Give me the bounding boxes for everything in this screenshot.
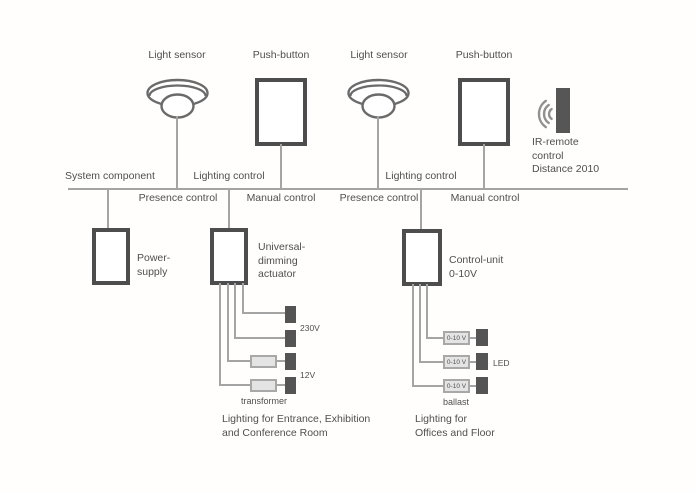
push-button-icon <box>458 78 510 146</box>
system-component-label: System component <box>65 170 155 182</box>
lamp-load-icon <box>285 353 296 370</box>
actuator-output-line <box>242 312 285 314</box>
dimming-actuator-label-line1: Universal- <box>258 241 306 253</box>
control-output-line <box>412 385 443 387</box>
manual-control-1-label: Manual control <box>246 192 316 204</box>
ir-remote-handset-icon <box>556 88 570 133</box>
lighting-control-1-label: Lighting control <box>193 170 265 182</box>
lamp-load-icon <box>476 377 488 394</box>
caption-offices-lighting: Lighting for Offices and Floor <box>415 413 495 440</box>
interface-0-10v-text: 0-10 V <box>446 358 467 366</box>
interface-0-10v-box: 0-10 V <box>443 379 470 393</box>
control-unit-box <box>402 229 442 286</box>
actuator-drop-line <box>228 189 230 229</box>
push-button-2-connector-line <box>483 144 485 189</box>
transformer-label: transformer <box>240 396 287 406</box>
control-output-line <box>426 337 443 339</box>
actuator-output-line <box>227 283 229 362</box>
connector-line <box>277 384 285 386</box>
power-supply-box <box>92 228 130 285</box>
actuator-output-line <box>242 283 244 314</box>
presence-control-2-label: Presence control <box>339 192 419 204</box>
bus-line <box>68 188 628 190</box>
actuator-output-line <box>219 283 221 386</box>
sensor-1-connector-line <box>176 116 178 189</box>
dimming-actuator-box <box>210 228 248 285</box>
dimming-actuator-label: Universal- dimming actuator <box>258 241 305 282</box>
control-output-line <box>419 284 421 363</box>
actuator-output-line <box>234 283 236 339</box>
caption-entrance-line2: and Conference Room <box>222 426 328 439</box>
light-sensor-icon <box>146 78 209 119</box>
connector-line <box>470 385 476 387</box>
ballast-label: ballast <box>442 397 469 407</box>
label-12v: 12V <box>300 370 316 380</box>
lamp-load-icon <box>476 329 488 346</box>
ir-signal-icon <box>537 99 553 129</box>
light-sensor-2-label: Light sensor <box>350 49 408 61</box>
actuator-output-line <box>234 337 285 339</box>
control-unit-label-line1: Control-unit <box>449 254 504 266</box>
led-label: LED <box>493 358 510 368</box>
caption-entrance-line1: Lighting for Entrance, Exhibition <box>222 413 371 425</box>
power-supply-label-line1: Power- <box>137 252 171 264</box>
ir-remote-label-line2: control <box>532 149 564 162</box>
transformer-icon <box>250 355 277 368</box>
control-output-line <box>426 284 428 339</box>
lamp-load-icon <box>285 306 296 323</box>
interface-0-10v-text: 0-10 V <box>446 334 467 342</box>
light-sensor-icon <box>347 78 410 119</box>
control-unit-label-line2: 0-10V <box>449 267 478 280</box>
power-supply-label-line2: supply <box>137 265 168 278</box>
lamp-load-icon <box>476 353 488 370</box>
label-230v: 230V <box>300 323 320 333</box>
caption-offices-line2: Offices and Floor <box>415 426 495 439</box>
sensor-2-connector-line <box>377 116 379 189</box>
light-sensor-1-label: Light sensor <box>148 49 206 61</box>
control-output-line <box>412 284 414 387</box>
dimming-actuator-label-line2: dimming <box>258 254 298 267</box>
ir-remote-label: IR-remote control Distance 2010 <box>532 136 599 177</box>
actuator-output-line <box>227 360 251 362</box>
lighting-control-2-label: Lighting control <box>385 170 457 182</box>
push-button-1-label: Push-button <box>252 49 310 61</box>
push-button-1-connector-line <box>280 144 282 189</box>
caption-entrance-lighting: Lighting for Entrance, Exhibition and Co… <box>222 413 370 440</box>
push-button-icon <box>255 78 307 146</box>
actuator-output-line <box>219 384 251 386</box>
dimming-actuator-label-line3: actuator <box>258 268 296 280</box>
power-supply-label: Power- supply <box>137 252 170 279</box>
push-button-2-label: Push-button <box>455 49 513 61</box>
interface-0-10v-text: 0-10 V <box>446 382 467 390</box>
transformer-icon <box>250 379 277 392</box>
manual-control-2-label: Manual control <box>450 192 520 204</box>
ir-remote-label-line3: Distance 2010 <box>532 163 600 175</box>
control-unit-label: Control-unit 0-10V <box>449 254 503 281</box>
connector-line <box>470 337 476 339</box>
control-unit-drop-line <box>420 189 422 230</box>
presence-control-1-label: Presence control <box>138 192 218 204</box>
interface-0-10v-box: 0-10 V <box>443 355 470 369</box>
connector-line <box>470 361 476 363</box>
lamp-load-icon <box>285 330 296 347</box>
control-output-line <box>419 361 443 363</box>
connector-line <box>277 360 285 362</box>
power-supply-drop-line <box>107 189 109 229</box>
interface-0-10v-box: 0-10 V <box>443 331 470 345</box>
caption-offices-line1: Lighting for <box>415 413 467 425</box>
lamp-load-icon <box>285 377 296 394</box>
ir-remote-label-line1: IR-remote <box>532 136 579 148</box>
